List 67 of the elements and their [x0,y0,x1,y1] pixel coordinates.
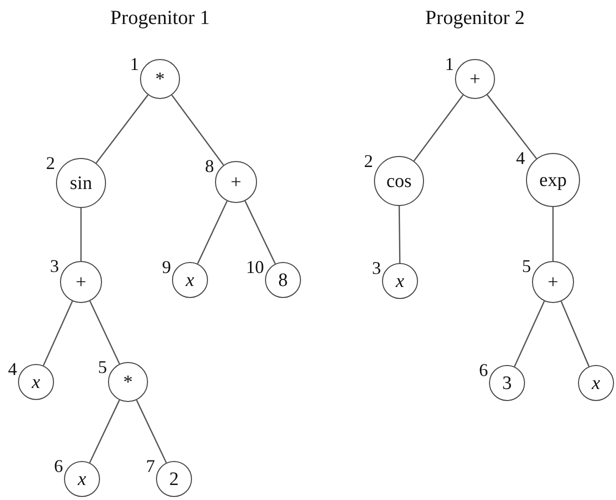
tree-node-circle [578,365,614,401]
tree-branch [413,94,464,162]
tree-node-circle [455,59,495,99]
node-symbol: * [155,70,165,88]
tree-node-circle [172,262,208,298]
tree-node-circle [140,59,180,99]
tree-branch [197,200,228,264]
tree-branch [96,94,148,164]
tree-branch [560,301,590,367]
node-symbol: + [548,272,558,292]
node-number: 1 [130,55,139,73]
tree-branch [136,400,167,464]
node-number: 3 [50,257,59,275]
node-symbol: cos [386,172,412,190]
node-number: 5 [98,358,107,376]
node-symbol: x [396,272,404,290]
tree-branch [244,200,276,264]
node-symbol: x [78,470,86,488]
node-number: 10 [246,258,264,276]
tree-branch [89,400,120,464]
tree-heading: Progenitor 2 [425,8,525,28]
tree-node-circle [60,261,102,303]
node-number: 2 [364,152,373,170]
node-symbol: x [186,270,194,290]
node-number: 4 [516,149,525,167]
node-symbol: + [76,272,86,292]
tree-node-circle [18,364,54,400]
tree-node-circle [374,156,424,206]
node-symbol: 2 [169,470,179,488]
tree-branch [89,300,120,364]
node-symbol: + [470,70,480,88]
tree-node-circle [64,461,100,497]
node-symbol: x [32,372,40,392]
node-symbol: x [592,374,600,392]
tree-node-circle [382,263,418,299]
node-symbol: + [230,172,242,192]
tree-branch [552,207,554,261]
tree-node-circle [526,153,580,207]
tree-node-circle [56,158,106,208]
tree-heading: Progenitor 1 [110,8,210,28]
node-symbol: * [123,372,133,392]
node-number: 3 [372,259,381,277]
tree-branch [398,206,400,263]
tree-branch [80,208,82,261]
tree-node-circle [215,161,257,203]
tree-branch [486,94,537,160]
node-number: 4 [8,360,17,378]
node-number: 2 [46,154,55,172]
tree-branch [171,94,224,166]
node-symbol: exp [539,170,567,190]
node-number: 6 [54,457,63,475]
tree-node-circle [532,261,574,303]
tree-branch [514,300,545,367]
node-number: 9 [162,258,171,276]
node-number: 5 [522,257,531,275]
node-number: 6 [479,361,488,379]
node-number: 8 [205,157,214,175]
tree-node-circle [156,461,192,497]
tree-node-circle [265,262,301,298]
tree-node-circle [108,362,148,402]
node-symbol: 3 [502,374,512,392]
node-number: 7 [146,457,155,475]
node-number: 1 [445,55,454,73]
tree-branch [42,300,73,366]
tree-node-circle [489,365,525,401]
node-symbol: sin [70,174,92,192]
node-symbol: 8 [278,270,288,290]
